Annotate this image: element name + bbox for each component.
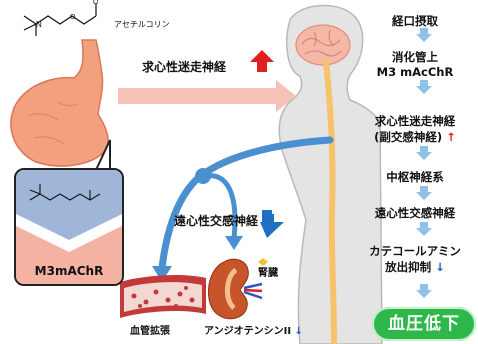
angiotensin-text: アンジオテンシンII bbox=[204, 326, 291, 337]
flow-step-efferent-sympathetic: 遠心性交感神経 bbox=[352, 206, 478, 221]
blood-vessel-icon bbox=[120, 275, 206, 318]
acetylcholine-label: アセチルコリン bbox=[114, 19, 170, 30]
svg-text:O: O bbox=[93, 0, 99, 6]
stomach-icon bbox=[11, 40, 108, 166]
flow-step-text: 遠心性交感神経 bbox=[375, 206, 456, 220]
flow-step-catecholamine: カテコールアミン bbox=[352, 244, 478, 259]
receptor-callout: M3mAChR bbox=[14, 168, 124, 286]
flow-step-text: 消化管上 bbox=[392, 50, 438, 64]
svg-text:O: O bbox=[70, 14, 76, 21]
efferent-sympathetic-label: 遠心性交感神経 bbox=[174, 212, 258, 229]
up-arrow-icon bbox=[250, 50, 274, 72]
brain-icon bbox=[296, 25, 350, 65]
down-mark-icon: ↓ bbox=[435, 260, 445, 274]
flow-step-afferent-vagus: 求心性迷走神経 bbox=[352, 114, 478, 129]
flow-step-gi-tract: 消化管上 bbox=[352, 50, 478, 65]
up-mark-icon: ↑ bbox=[446, 130, 456, 144]
flow-step-text: 求心性迷走神経 bbox=[375, 114, 456, 128]
down-arrow-shaft bbox=[262, 210, 272, 222]
vasodilation-label: 血管拡張 bbox=[130, 322, 170, 337]
flow-step-text: M3 mAcChR bbox=[377, 65, 454, 79]
result-badge: 血圧低下 bbox=[372, 307, 476, 341]
acetylcholine-structure-icon: N O O bbox=[24, 0, 99, 36]
flow-step-text: カテコールアミン bbox=[369, 244, 461, 258]
flow-step-text: 中枢神経系 bbox=[386, 170, 444, 184]
flow-step-release-inhibition: 放出抑制 ↓ bbox=[352, 260, 478, 275]
flow-step-m3-receptor: M3 mAcChR bbox=[352, 65, 478, 80]
afferent-vagus-label: 求心性迷走神経 bbox=[142, 58, 226, 75]
flow-step-oral-intake: 経口摂取 bbox=[352, 14, 478, 29]
afferent-vagus-arrow bbox=[118, 80, 296, 112]
receptor-label: M3mAChR bbox=[16, 264, 122, 278]
kidney-label: 腎臓 bbox=[258, 264, 278, 279]
flow-step-parasympathetic: (副交感神経) ↑ bbox=[352, 130, 478, 145]
arrowhead-kidney bbox=[225, 236, 243, 250]
flow-step-text: 経口摂取 bbox=[392, 14, 438, 28]
angiotensin-label: アンジオテンシンII ↓ bbox=[204, 322, 303, 337]
svg-text:N: N bbox=[36, 20, 42, 29]
flow-step-text: 放出抑制 bbox=[385, 260, 431, 274]
flow-step-cns: 中枢神経系 bbox=[352, 170, 478, 185]
angiotensin-down-mark: ↓ bbox=[295, 326, 303, 337]
flow-step-text: (副交感神経) bbox=[374, 130, 442, 144]
